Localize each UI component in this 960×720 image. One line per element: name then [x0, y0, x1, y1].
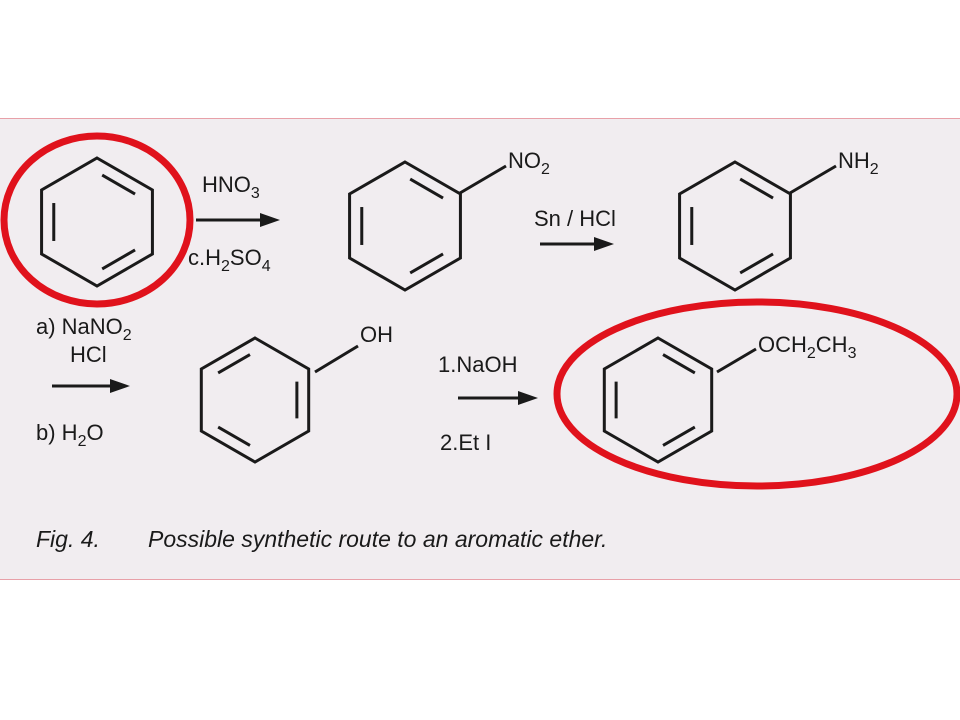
benzene-ring-double-bond: [101, 173, 136, 196]
step3-reagent-a2: HCl: [70, 342, 107, 367]
phenol-ring-double-bond: [217, 353, 251, 375]
step4-reagent-1: 1.NaOH: [438, 352, 517, 377]
step1-reagent-bottom: c.H2SO4: [188, 245, 271, 275]
nitrobenzene-ring-outline: [348, 160, 462, 292]
caption-text: Possible synthetic route to an aromatic …: [148, 526, 607, 552]
arrow-diazotization: [52, 379, 130, 393]
aniline-ring-double-bond: [739, 252, 774, 275]
phenol-ring-double-bond: [217, 425, 251, 447]
caption-label: Fig. 4.: [36, 526, 100, 552]
benzene-ring: [40, 156, 154, 288]
ether-ring: [602, 336, 714, 464]
phenol-ring-outline: [199, 336, 311, 464]
step4-reagent-2: 2.Et I: [440, 430, 491, 455]
aniline-ring-double-bond: [739, 177, 774, 200]
step1-reagent-top: HNO3: [202, 172, 260, 202]
step3-reagent-a: a) NaNO2: [36, 314, 132, 344]
aniline-ring: [678, 160, 792, 292]
benzene-ring-double-bond: [101, 248, 136, 271]
figure-panel: [0, 118, 960, 580]
arrow-williamson: [458, 391, 538, 405]
highlight-benzene: [0, 132, 194, 308]
ether-ring-outline: [602, 336, 714, 464]
ethoxy-label: OCH2CH3: [758, 332, 857, 362]
ethoxy-bond: [716, 347, 757, 374]
step3-reagent-b: b) H2O: [36, 420, 104, 450]
arrow-nitration: [196, 213, 280, 227]
phenol-ring: [199, 336, 311, 464]
nitro-label: NO2: [508, 148, 550, 178]
nitro-bond: [459, 164, 507, 195]
nitrobenzene-ring-double-bond: [409, 177, 444, 200]
amino-label: NH2: [838, 148, 879, 178]
nitrobenzene-ring-double-bond: [409, 252, 444, 275]
benzene-ring-outline: [40, 156, 154, 288]
hydroxyl-bond: [314, 344, 359, 374]
highlight-ether: [553, 298, 960, 490]
arrow-reduction: [540, 237, 614, 251]
ether-ring-double-bond: [662, 353, 696, 375]
ether-ring-double-bond: [662, 425, 696, 447]
nitrobenzene-ring: [348, 160, 462, 292]
hydroxyl-label: OH: [360, 322, 393, 347]
amino-bond: [789, 164, 837, 195]
aniline-ring-outline: [678, 160, 792, 292]
step2-reagent: Sn / HCl: [534, 206, 616, 231]
